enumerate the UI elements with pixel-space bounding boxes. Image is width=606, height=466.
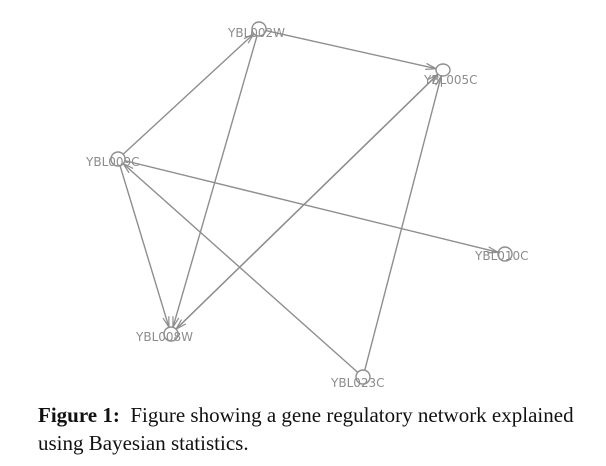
node-label-ybl005c: YBL005C bbox=[423, 73, 478, 87]
edge-ybl023c-to-ybl005c bbox=[364, 75, 442, 371]
node-label-ybl023c: YBL023C bbox=[330, 376, 385, 390]
node-ybl002w bbox=[251, 21, 267, 37]
edge-ybl023c-to-ybl009c bbox=[122, 163, 359, 373]
node-label-ybl010c: YBL010C bbox=[474, 249, 529, 263]
node-ybl005c bbox=[435, 63, 451, 77]
node-ybl010c bbox=[497, 246, 513, 262]
node-ybl009c bbox=[110, 151, 126, 167]
edge-ybl005c-to-ybl008w bbox=[175, 73, 439, 330]
edge-ybl009c-to-ybl008w bbox=[119, 165, 170, 328]
edge-layer bbox=[119, 29, 501, 373]
figure-caption-text: Figure showing a gene regulatory network… bbox=[38, 403, 574, 455]
figure-caption-label: Figure 1: bbox=[38, 403, 120, 427]
node-label-ybl008w: YBL008W bbox=[135, 330, 193, 344]
edge-ybl009c-to-ybl002w bbox=[122, 33, 255, 155]
node-layer: YBL002W YBL005C YBL009C YBL010C YBL008W YBL02… bbox=[85, 21, 529, 390]
node-label-ybl002w: YBL002W bbox=[227, 26, 285, 40]
node-ybl008w bbox=[163, 326, 179, 342]
node-ybl023c bbox=[355, 369, 371, 385]
gene-regulatory-network-diagram: YBL002W YBL005C YBL009C YBL010C YBL008W YBL02… bbox=[85, 21, 529, 390]
edge-ybl002w-to-ybl005c bbox=[265, 29, 437, 70]
figure-caption: Figure 1: Figure showing a gene regulato… bbox=[38, 401, 578, 457]
edge-ybl002w-to-ybl008w bbox=[172, 35, 258, 328]
edge-ybl009c-to-ybl010c bbox=[124, 159, 499, 254]
node-label-ybl009c: YBL009C bbox=[85, 155, 140, 169]
